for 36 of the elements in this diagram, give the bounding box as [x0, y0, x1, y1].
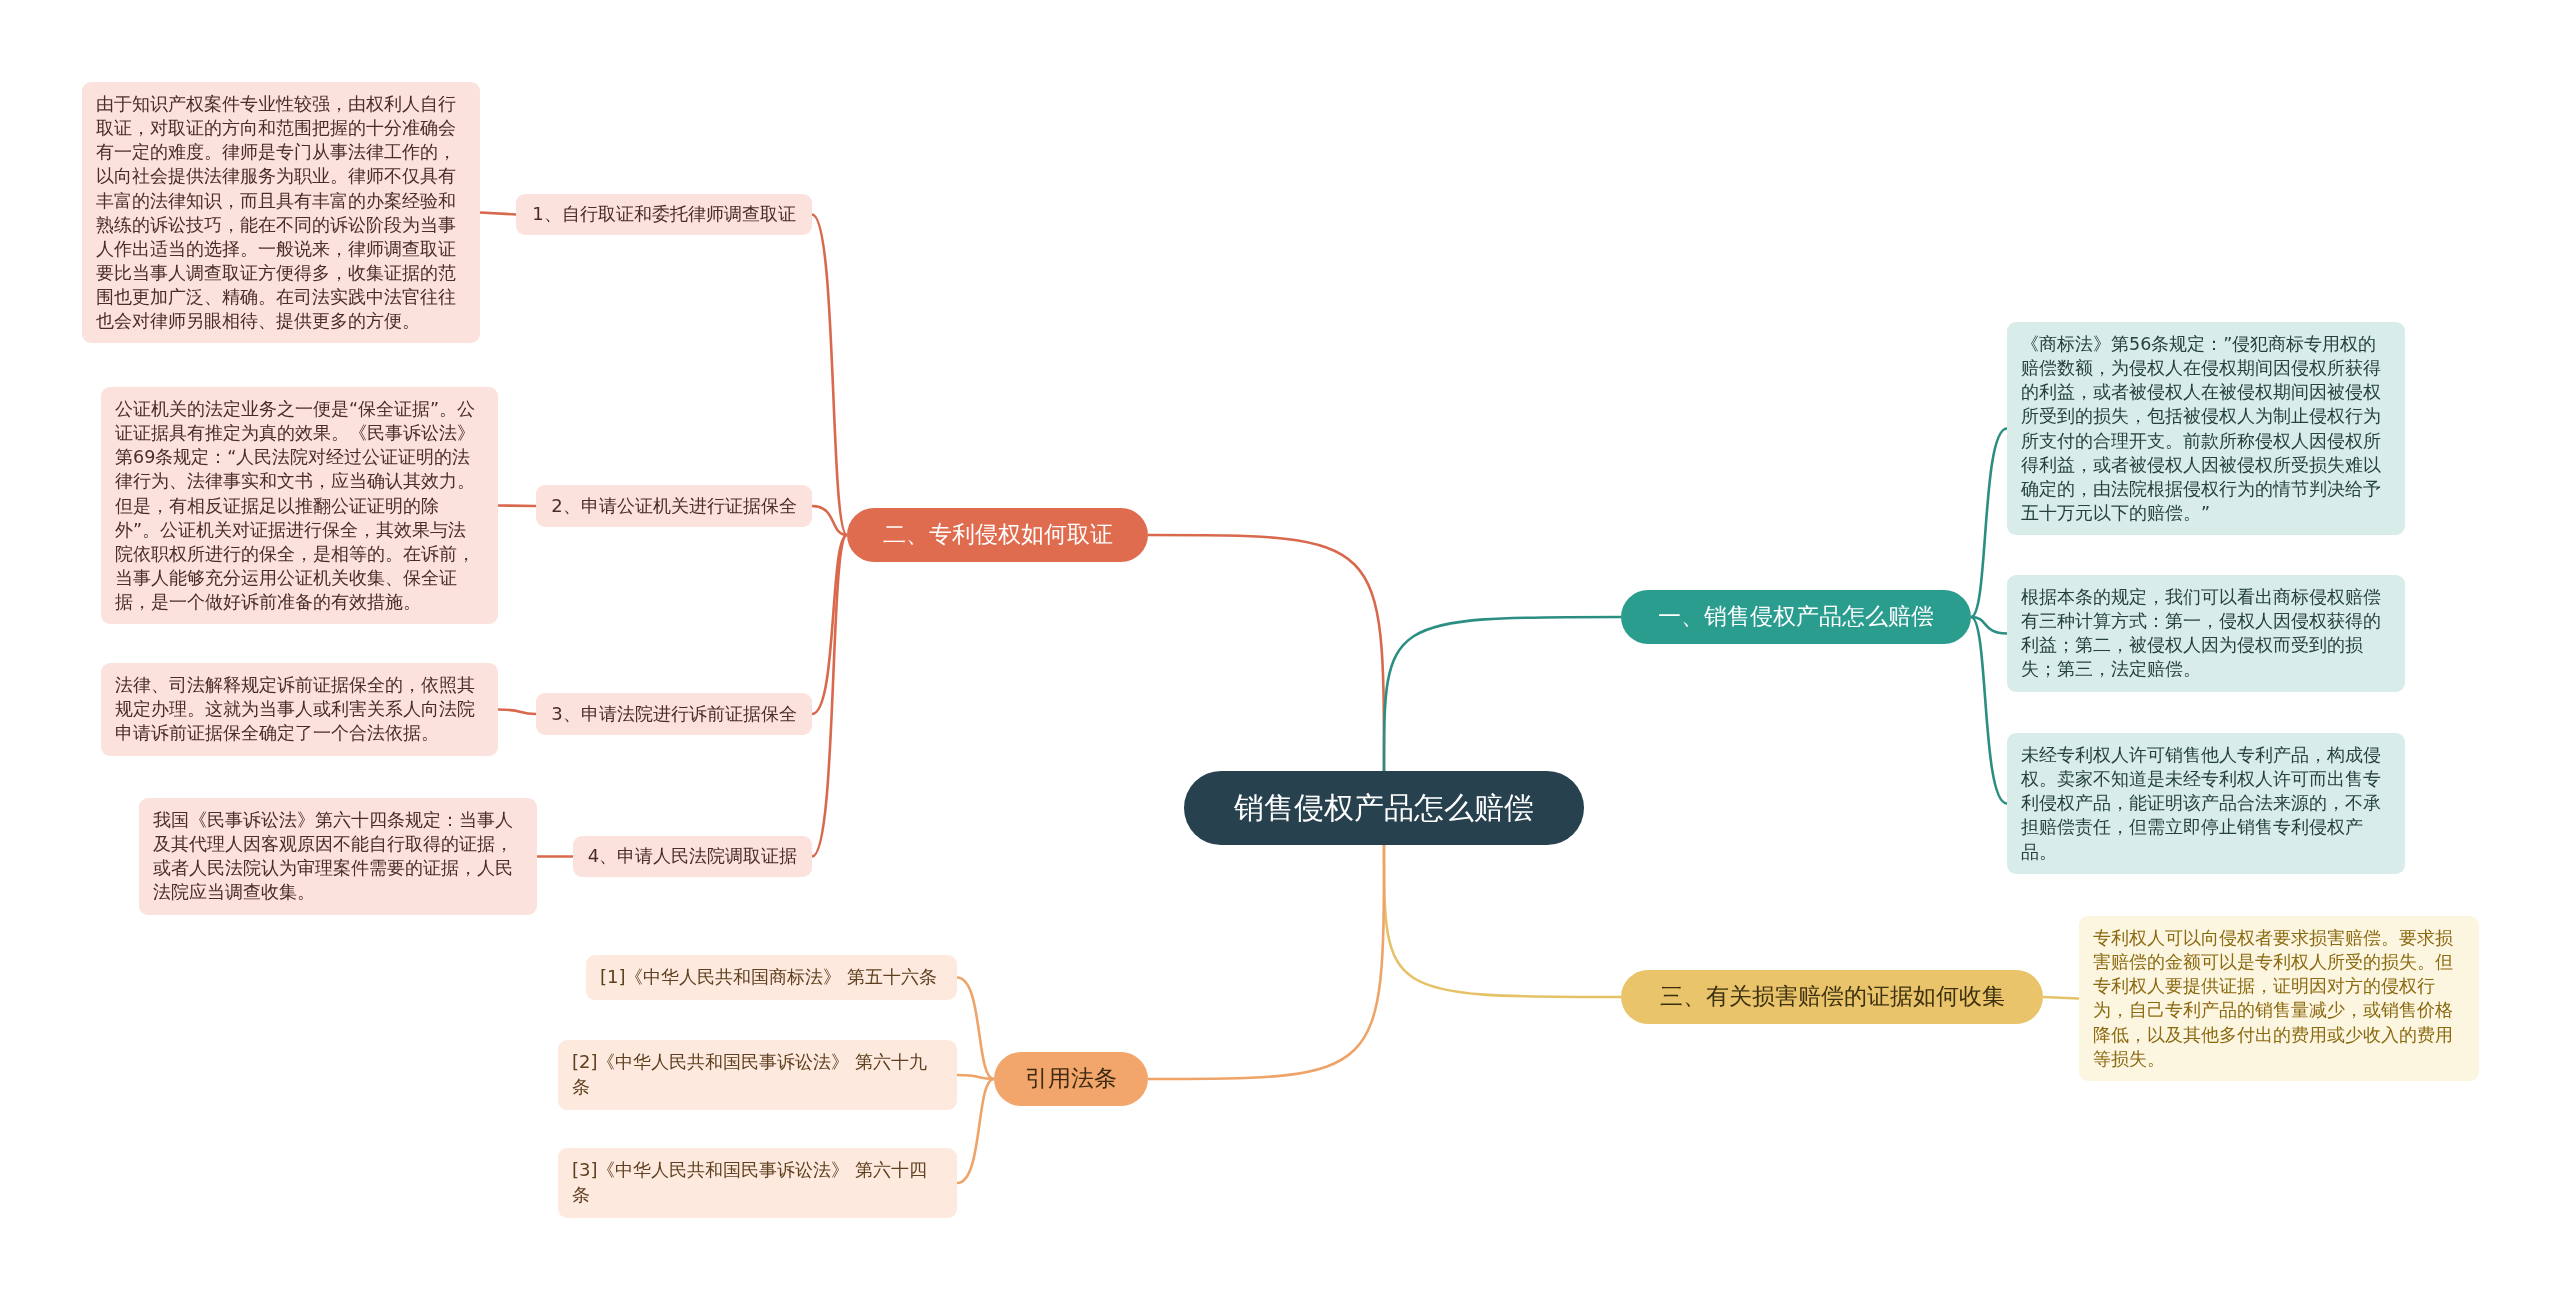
branch-topic: 三、有关损害赔偿的证据如何收集: [1621, 970, 2043, 1024]
note-box: 我国《民事诉讼法》第六十四条规定：当事人及其代理人因客观原因不能自行取得的证据，或者人民法院认为审理案件需要的证据，人民法院应当调查收集。: [139, 798, 537, 915]
note-box: 专利权人可以向侵权者要求损害赔偿。要求损害赔偿的金额可以是专利权人所受的损失。但专利权人要提供证据，证明因对方的侵权行为，自己专利产品的销售量减少，或销售价格降低，以及其他多付出的费用或少收入的费用等损失。: [2079, 916, 2479, 1081]
citation-box: [2]《中华人民共和国民事诉讼法》 第六十九条: [558, 1040, 957, 1110]
note-box: 公证机关的法定业务之一便是“保全证据”。公证证据具有推定为真的效果。《民事诉讼法》第69条规定：“人民法院对经过公证证明的法律行为、法律事实和文书，应当确认其效力。但是，有相反证据足以推翻公证证明的除外”。公证机关对证据进行保全，其效果与法院依职权所进行的保全，是相等的。在诉前，当事人能够充分运用公证机关收集、保全证据，是一个做好诉前准备的有效措施。: [101, 387, 498, 625]
note-box: 由于知识产权案件专业性较强，由权利人自行取证，对取证的方向和范围把握的十分准确会有一定的难度。律师是专门从事法律工作的，以向社会提供法律服务为职业。律师不仅具有丰富的法律知识，而且具有丰富的办案经验和熟练的诉讼技巧，能在不同的诉讼阶段为当事人作出适当的选择。一般说来，律师调查取证要比当事人调查取证方便得多，收集证据的范围也更加广泛、精确。在司法实践中法官往往也会对律师另眼相待、提供更多的方便。: [82, 82, 480, 344]
subtopic: 3、申请法院进行诉前证据保全: [536, 693, 812, 735]
citation-box: [1]《中华人民共和国商标法》 第五十六条: [586, 955, 957, 1000]
connector-line: [498, 504, 536, 508]
subtopic: 2、申请公证机关进行证据保全: [536, 485, 812, 527]
connector-line: [2042, 995, 2080, 1000]
citation-box: [3]《中华人民共和国民事诉讼法》 第六十四条: [558, 1148, 957, 1218]
subtopic: 4、申请人民法院调取证据: [573, 836, 812, 877]
connector-line: [956, 976, 995, 1081]
subtopic: 1、自行取证和委托律师调查取证: [516, 194, 812, 235]
connector-line: [1970, 427, 2008, 618]
connector-line: [479, 211, 517, 216]
note-box: 《商标法》第56条规定：”侵犯商标专用权的赔偿数额，为侵权人在侵权期间因侵权所获得的利益，或者被侵权人在被侵权期间因被侵权所受到的损失，包括被侵权人为制止侵权行为所支付的合理开支。前款所称侵权人因侵权所得利益，或者被侵权人因被侵权所受损失难以确定的，由法院根据侵权行为的情节判决给予五十万元以下的赔偿。”: [2007, 322, 2405, 536]
connector-line: [811, 534, 848, 716]
note-box: 法律、司法解释规定诉前证据保全的，依照其规定办理。这就为当事人或利害关系人向法院申请诉前证据保全确定了一个合法依据。: [101, 663, 498, 756]
connector-line: [956, 1077, 995, 1185]
note-box: 根据本条的规定，我们可以看出商标侵权赔偿有三种计算方式：第一，侵权人因侵权获得的利益；第二，被侵权人因为侵权而受到的损失；第三，法定赔偿。: [2007, 575, 2405, 692]
connector-line: [1148, 845, 1386, 1081]
branch-topic: 二、专利侵权如何取证: [847, 508, 1148, 562]
connector-line: [1970, 615, 2008, 635]
connector-line: [1382, 615, 1621, 771]
connector-line: [1970, 616, 2008, 805]
connector-line: [811, 504, 848, 537]
connector-line: [498, 708, 537, 716]
branch-topic: 引用法条: [994, 1052, 1148, 1106]
branch-topic: 一、销售侵权产品怎么赔偿: [1621, 590, 1971, 644]
note-box: 未经专利权人许可销售他人专利产品，构成侵权。卖家不知道是未经专利权人许可而出售专利侵权产品，能证明该产品合法来源的，不承担赔偿责任，但需立即停止销售专利侵权产品。: [2007, 733, 2405, 874]
connector-line: [811, 534, 849, 858]
connector-line: [811, 213, 849, 536]
central-topic: 销售侵权产品怎么赔偿: [1184, 771, 1584, 845]
connector-line: [537, 855, 573, 858]
